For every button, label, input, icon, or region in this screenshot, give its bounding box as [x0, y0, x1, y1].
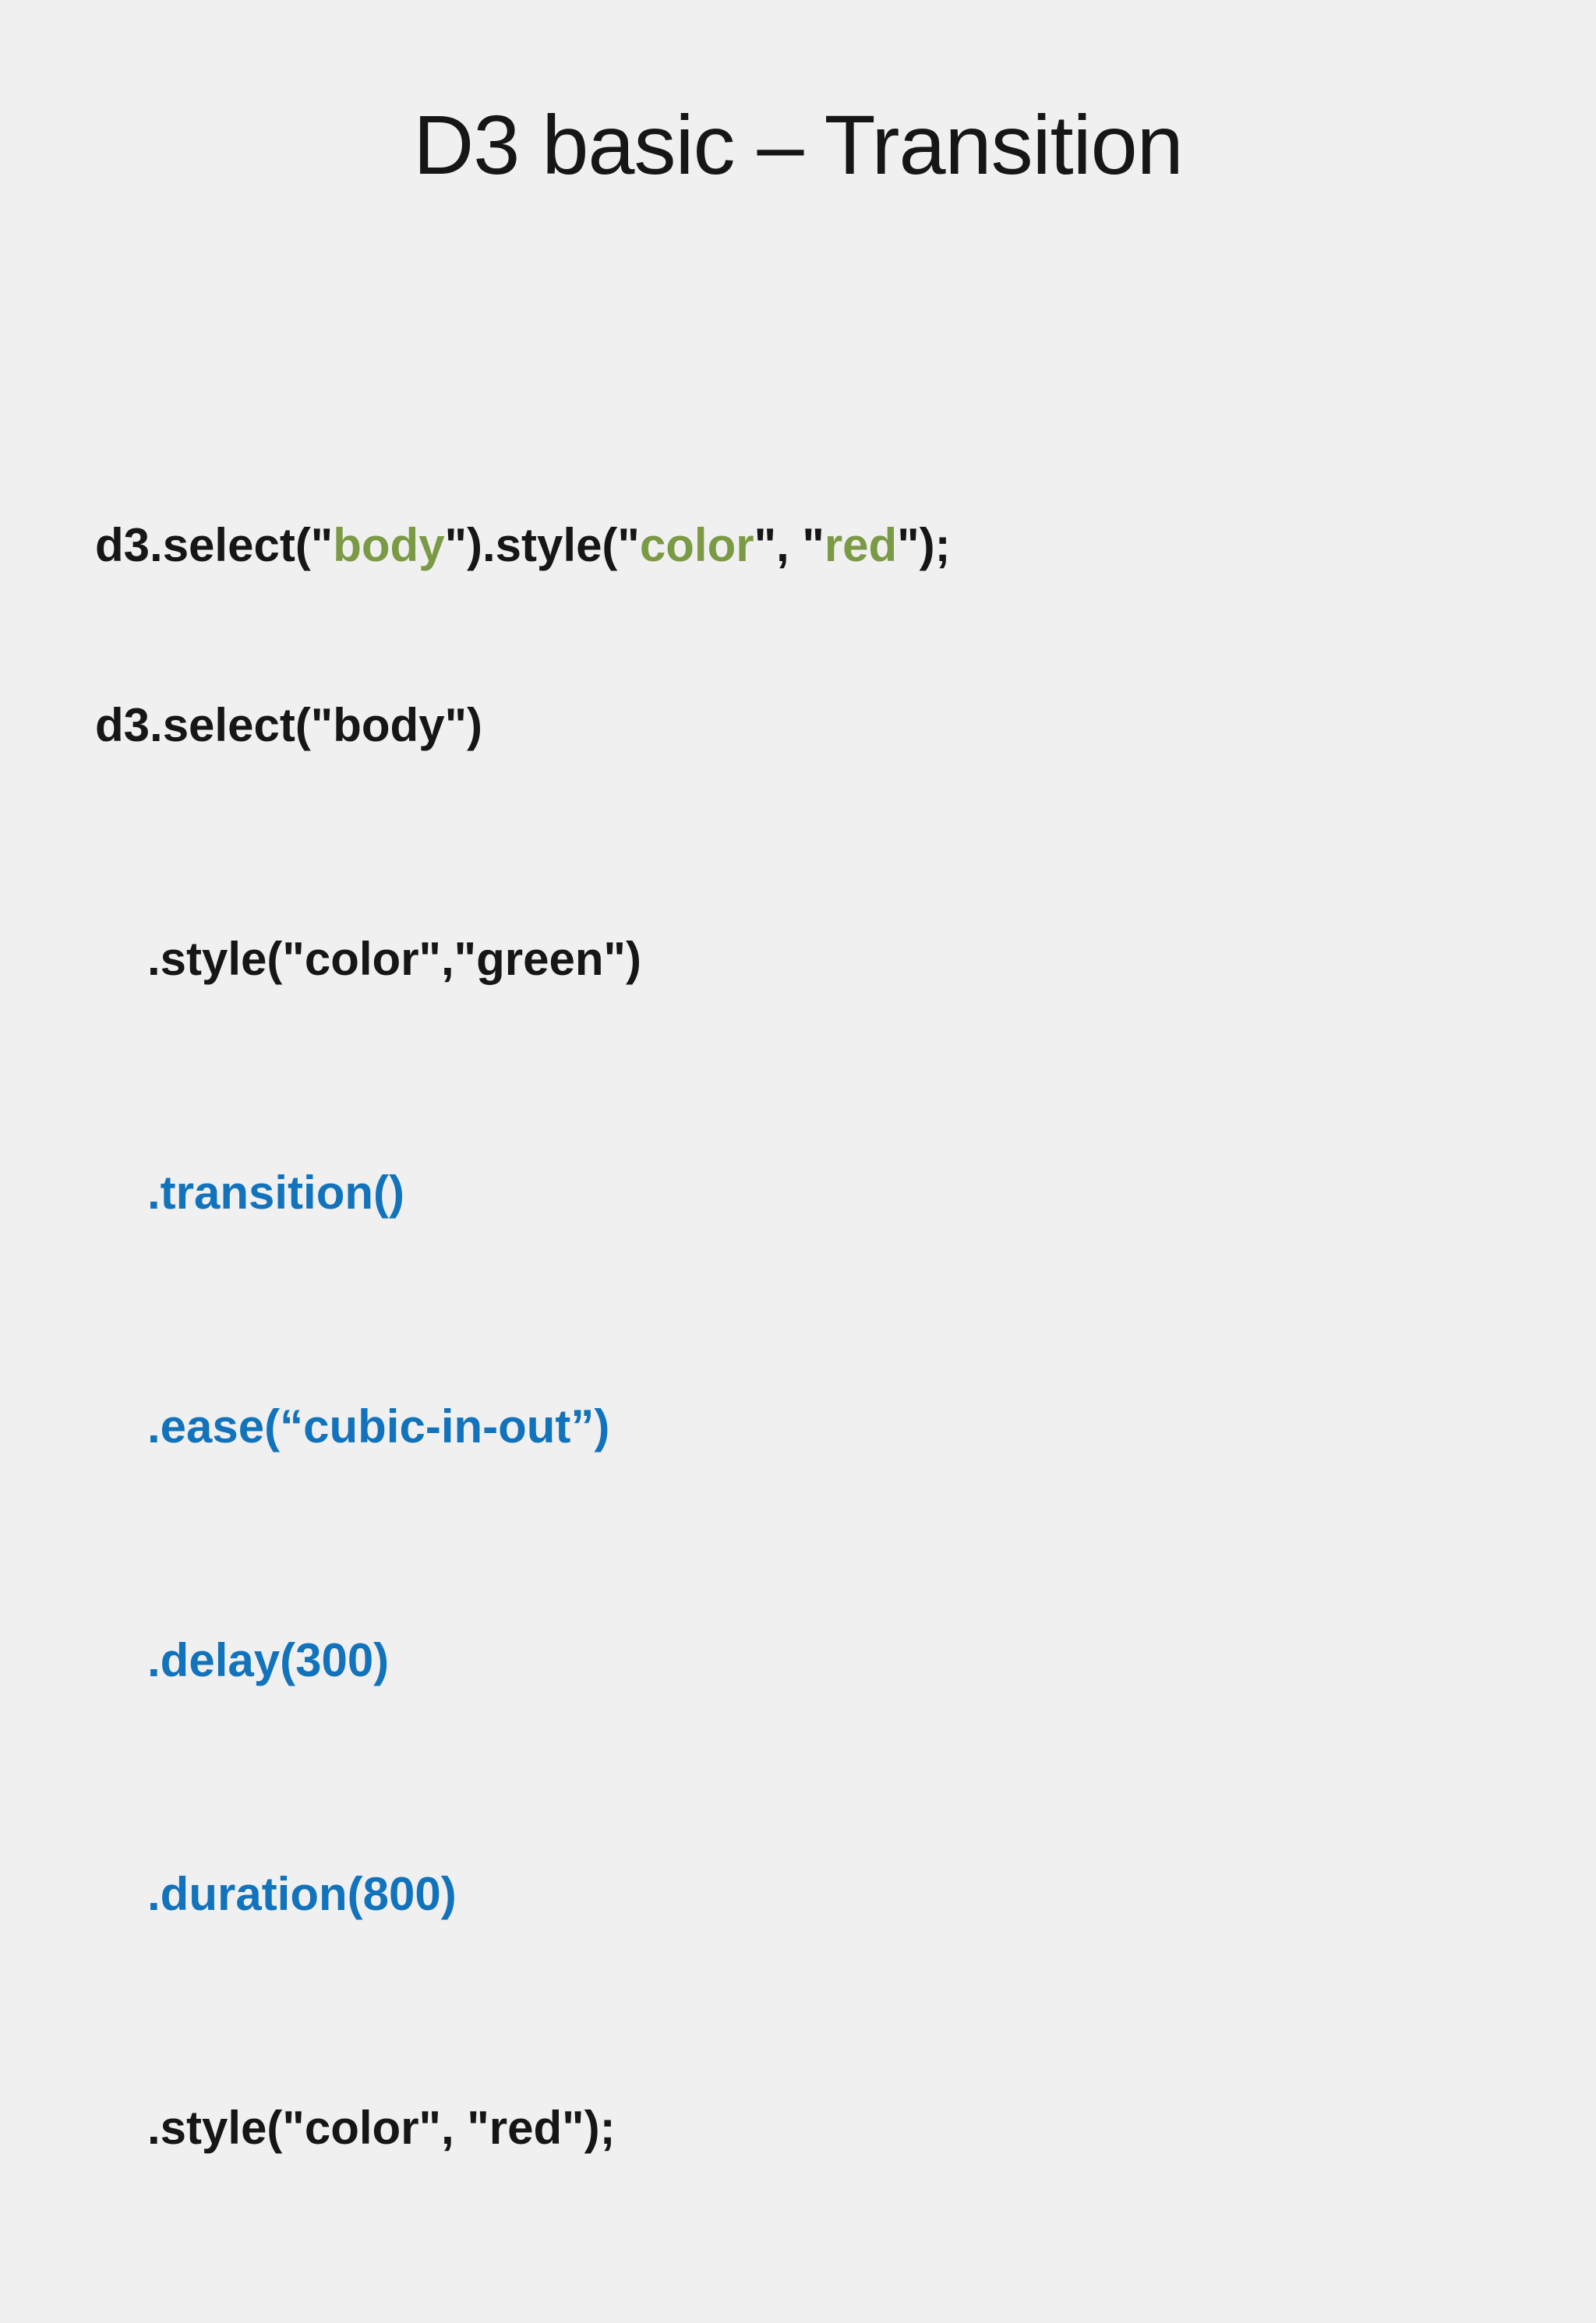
code-block-first-example: d3.select("body").style("color", "red"); — [95, 351, 951, 740]
code-token: d3.select(" — [95, 519, 334, 571]
code-token: red — [824, 519, 898, 571]
code-token: body — [333, 519, 445, 571]
code-line: .style("color", "red"); — [147, 2102, 616, 2154]
code-line: .transition() — [147, 1167, 404, 1219]
code-line: .duration(800) — [147, 1868, 457, 1920]
code-line: d3.select("body") — [95, 699, 482, 751]
slide: D3 basic – Transition d3.select("body").… — [95, 97, 1184, 2154]
code-token: ", " — [754, 519, 824, 571]
code-line: .ease(“cubic-in-out”) — [147, 1400, 610, 1453]
code-token: ").style(" — [444, 519, 640, 571]
slide-title: D3 basic – Transition — [413, 97, 1184, 192]
code-block-transition-example: d3.select("body") .style("color","green"… — [95, 531, 641, 2323]
code-token: "); — [897, 519, 951, 571]
code-line: .style("color","green") — [147, 933, 641, 985]
code-line: .delay(300) — [147, 1634, 390, 1686]
code-token: color — [639, 519, 754, 571]
code-line: d3.select("body").style("color", "red"); — [95, 507, 951, 584]
